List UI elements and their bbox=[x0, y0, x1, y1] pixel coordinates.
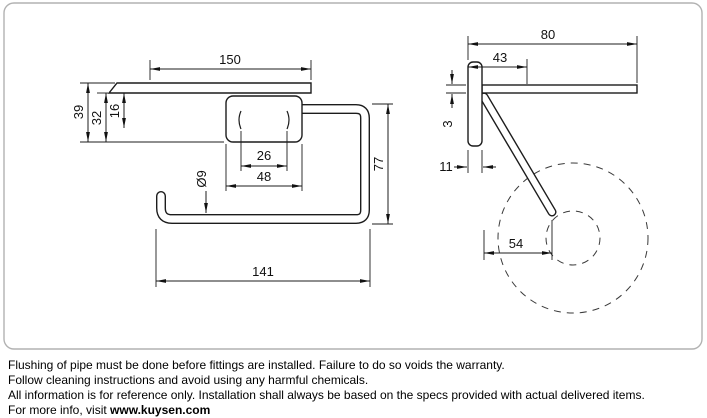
dim-11-label: 11 bbox=[439, 159, 453, 174]
paper-roll-core-outline bbox=[545, 210, 601, 266]
roll-arm-fill bbox=[480, 93, 556, 216]
dim-141-label: 141 bbox=[252, 264, 274, 279]
dim-77-label: 77 bbox=[371, 157, 386, 171]
dim-3-label: 3 bbox=[440, 120, 455, 127]
note-more-info-prefix: For more info, visit bbox=[8, 403, 111, 417]
dim-39-label: 39 bbox=[71, 105, 86, 119]
technical-drawing: 150 39 32 16 26 48 Ø9 bbox=[3, 2, 703, 350]
dim-150-label: 150 bbox=[219, 52, 241, 67]
side-view: 80 43 3 11 54 bbox=[439, 27, 649, 314]
dim-80-label: 80 bbox=[541, 27, 555, 42]
roll-bar-fill bbox=[157, 105, 369, 223]
dim-26-label: 26 bbox=[257, 148, 271, 163]
shelf bbox=[107, 82, 312, 94]
dim-48-label: 48 bbox=[257, 169, 271, 184]
dim-54-label: 54 bbox=[509, 236, 523, 251]
website-link: www.kuysen.com bbox=[110, 403, 211, 417]
note-more-info: For more info, visit www.kuysen.com bbox=[8, 403, 703, 418]
footer-notes: Flushing of pipe must be done before fit… bbox=[8, 358, 703, 418]
bracket-slot-right bbox=[286, 110, 290, 130]
note-reference: All information is for reference only. I… bbox=[8, 388, 645, 402]
front-view: 150 39 32 16 26 48 Ø9 bbox=[71, 52, 393, 287]
dim-dia9-label: Ø9 bbox=[194, 170, 209, 187]
mount-bracket bbox=[225, 95, 303, 143]
drawing-border bbox=[3, 2, 703, 350]
dim-32-label: 32 bbox=[89, 111, 104, 125]
wall-plate bbox=[467, 61, 483, 147]
shelf-side bbox=[481, 84, 638, 94]
dim-43-label: 43 bbox=[493, 50, 507, 65]
bracket-slot-left bbox=[238, 110, 242, 130]
note-warranty: Flushing of pipe must be done before fit… bbox=[8, 358, 505, 372]
paper-roll-outer-outline bbox=[497, 162, 649, 314]
dim-16-label: 16 bbox=[107, 104, 122, 118]
note-cleaning: Follow cleaning instructions and avoid u… bbox=[8, 373, 369, 387]
